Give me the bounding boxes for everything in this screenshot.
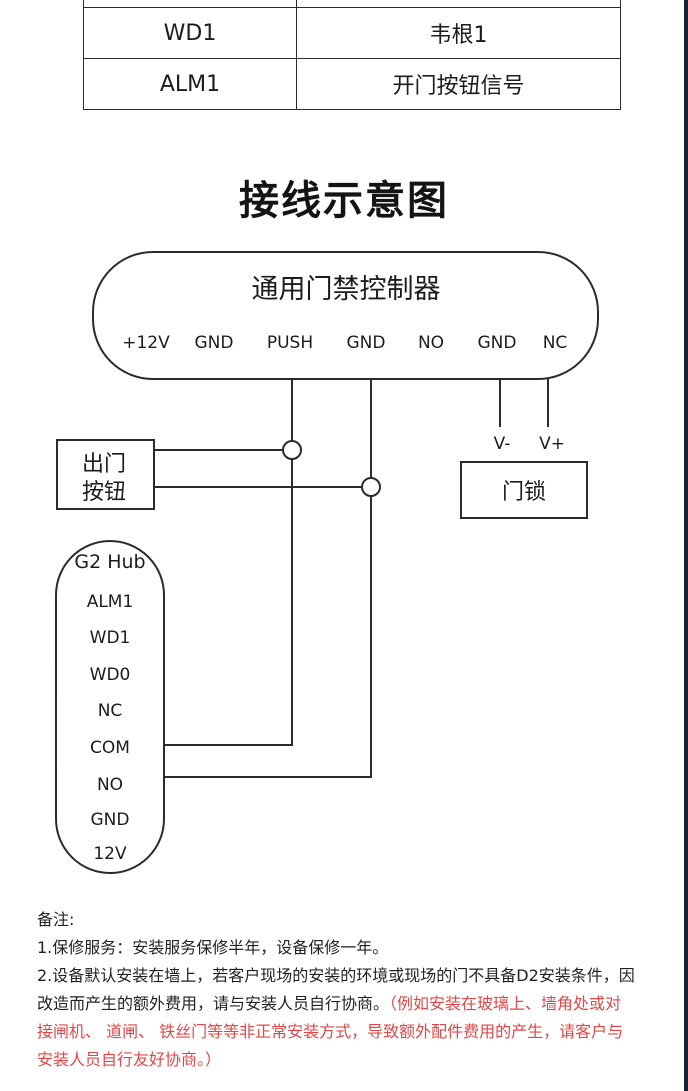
note-text: 改造而产生的额外费用，请与安装人员自行协商。 — [37, 994, 390, 1013]
controller-terminal-nc: NC — [543, 333, 568, 353]
diagram-title: 接线示意图 — [239, 178, 449, 224]
exit-button-label-line1: 出门 — [82, 452, 126, 477]
table-cell-signal: ALM1 — [83, 58, 297, 110]
note-item-2-line4: 安装人员自行友好协商。） — [37, 1050, 222, 1069]
note-item-2-line1: 2.设备默认安装在墙上，若客户现场的安装的环境或现场的门不具备D2安装条件，因 — [37, 966, 635, 985]
junction-node — [282, 440, 302, 460]
hub-pin-nc: NC — [98, 701, 123, 721]
notes-label: 备注: — [37, 910, 75, 929]
exit-button-box — [56, 439, 155, 510]
pin-function-table: WD1 韦根1 ALM1 开门按钮信号 — [83, 0, 621, 110]
hub-pin-wd0: WD0 — [90, 665, 131, 685]
table-cell-function: 韦根1 — [296, 7, 621, 59]
controller-title: 通用门禁控制器 — [252, 274, 441, 305]
note-text-red: （例如安装在玻璃上、墙角处或对 — [389, 994, 622, 1013]
controller-terminal-no: NO — [418, 333, 444, 353]
hub-pin-alm1: ALM1 — [87, 592, 134, 612]
hub-pin-12v: 12V — [93, 844, 127, 864]
table-cell-function: 开门按钮信号 — [296, 58, 621, 110]
notes-section: 备注: 1.保修服务：安装服务保修半年，设备保修一年。 2.设备默认安装在墙上，… — [37, 906, 657, 1074]
table-row: ALM1 开门按钮信号 — [83, 58, 621, 110]
controller-terminal-gnd: GND — [195, 333, 234, 353]
hub-pin-gnd: GND — [91, 810, 130, 830]
controller-terminal-gnd: GND — [478, 333, 517, 353]
exit-button-label-line2: 按钮 — [82, 480, 126, 505]
note-item-2-line3: 接闸机、 道闸、 铁丝门等等非正常安装方式，导致额外配件费用的产生，请客户与 — [37, 1022, 624, 1041]
table-cell-signal: WD1 — [83, 7, 297, 59]
hub-title: G2 Hub — [74, 551, 145, 573]
note-item-2-line2: 改造而产生的额外费用，请与安装人员自行协商。（例如安装在玻璃上、墙角处或对 — [37, 990, 657, 1018]
hub-pin-com: COM — [90, 738, 130, 758]
controller-terminal-push: PUSH — [267, 333, 313, 353]
lock-box — [460, 461, 588, 519]
hub-pin-no: NO — [97, 775, 123, 795]
lock-pin-minus: V- — [494, 434, 511, 454]
controller-terminal-gnd: GND — [347, 333, 386, 353]
controller-terminal-12v: +12V — [122, 333, 170, 353]
junction-node — [361, 477, 381, 497]
lock-pin-plus: V+ — [539, 434, 565, 454]
window-edge — [684, 0, 688, 1091]
hub-pin-wd1: WD1 — [90, 628, 131, 648]
wiring-diagram: 通用门禁控制器 +12V GND PUSH GND NO GND NC 出门 按… — [55, 251, 599, 874]
hub-box — [55, 540, 165, 874]
note-item-1: 1.保修服务：安装服务保修半年，设备保修一年。 — [37, 938, 389, 957]
table-row: WD1 韦根1 — [83, 7, 621, 59]
lock-label: 门锁 — [502, 480, 546, 505]
controller-box — [92, 251, 599, 380]
